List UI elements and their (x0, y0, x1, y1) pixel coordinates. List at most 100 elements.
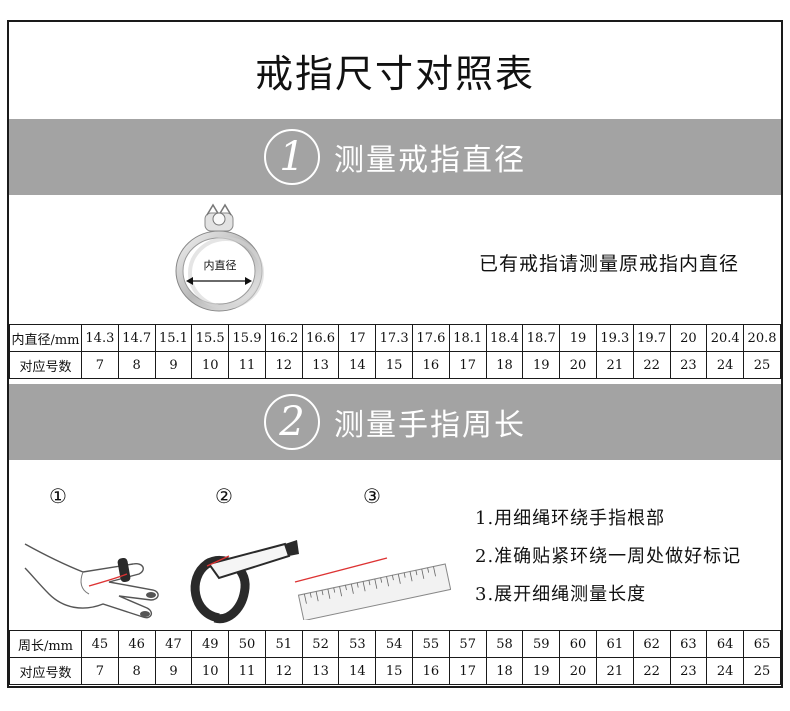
step-2-text: 2.准确贴紧环绕一周处做好标记 (475, 546, 742, 567)
table-cell: 46 (117, 630, 156, 658)
table-cell: 10 (191, 351, 230, 379)
table-cell: 18 (485, 657, 524, 685)
table-cell: 47 (154, 630, 193, 658)
table-cell: 15 (375, 351, 414, 379)
table-cell: 21 (595, 657, 634, 685)
table-cell: 8 (117, 657, 156, 685)
table-cell: 53 (338, 630, 377, 658)
table-cell: 20 (669, 324, 708, 352)
table-cell: 16.2 (264, 324, 303, 352)
table-cell: 50 (228, 630, 266, 658)
table-cell: 58 (485, 630, 524, 658)
table-cell: 55 (412, 630, 450, 658)
table-cell: 57 (448, 630, 487, 658)
string-loop-illustration (190, 540, 299, 624)
table-cell: 15.1 (154, 324, 193, 352)
table-cell: 15.5 (191, 324, 230, 352)
table-cell: 59 (522, 630, 561, 658)
table-cell: 52 (301, 630, 340, 658)
table-cell: 25 (743, 351, 781, 379)
table-cell: 20 (559, 657, 597, 685)
table-cell: 19 (522, 657, 561, 685)
table-cell: 17.3 (375, 324, 414, 352)
table-cell: 17 (338, 324, 377, 352)
row-header: 内直径/mm (9, 324, 82, 352)
table-cell: 13 (301, 351, 340, 379)
section2-content: ① ② ③ (9, 460, 781, 630)
table-cell: 8 (117, 351, 156, 379)
step-marker-1: ① (49, 484, 67, 508)
table-cell: 62 (632, 630, 671, 658)
table-cell: 18.1 (448, 324, 487, 352)
table-cell: 19.7 (632, 324, 671, 352)
table-cell: 12 (264, 351, 303, 379)
table-cell: 14 (338, 657, 377, 685)
table-cell: 45 (81, 630, 119, 658)
table-cell: 24 (706, 657, 745, 685)
table-cell: 7 (81, 657, 119, 685)
section2-header: 2 测量手指周长 (9, 384, 781, 460)
table-cell: 18.4 (485, 324, 524, 352)
table-cell: 24 (706, 351, 745, 379)
table-cell: 23 (669, 657, 708, 685)
section1-heading: 测量戒指直径 (334, 143, 526, 178)
section1-header: 1 测量戒指直径 (9, 119, 781, 195)
table-cell: 15 (375, 657, 414, 685)
table-cell: 18 (485, 351, 524, 379)
table-cell: 19 (559, 324, 597, 352)
table-cell: 61 (595, 630, 634, 658)
table-cell: 54 (375, 630, 414, 658)
step-1-text: 1.用细绳环绕手指根部 (475, 508, 666, 529)
section1-note: 已有戒指请测量原戒指内直径 (479, 253, 740, 275)
table-cell: 15.9 (228, 324, 266, 352)
table-cell: 20.8 (743, 324, 781, 352)
table-cell: 16 (412, 351, 450, 379)
table-cell: 22 (632, 351, 671, 379)
table-cell: 20.4 (706, 324, 745, 352)
table-cell: 51 (264, 630, 303, 658)
table-cell: 17 (448, 351, 487, 379)
table-cell: 63 (669, 630, 708, 658)
table-cell: 60 (559, 630, 597, 658)
table-cell: 9 (154, 657, 193, 685)
row-header: 对应号数 (9, 351, 82, 379)
table-cell: 18.7 (522, 324, 561, 352)
table-cell: 16 (412, 657, 450, 685)
table-cell: 16.6 (301, 324, 340, 352)
measurement-steps: 1.用细绳环绕手指根部 2.准确贴紧环绕一周处做好标记 3.展开细绳测量长度 (475, 504, 741, 618)
step-marker-3: ③ (363, 484, 381, 508)
step-3-text: 3.展开细绳测量长度 (475, 584, 647, 605)
table-cell: 19 (522, 351, 561, 379)
table-cell: 25 (743, 657, 781, 685)
section2-number: 2 (264, 394, 320, 450)
table-cell: 14.3 (81, 324, 119, 352)
section2-heading: 测量手指周长 (334, 408, 526, 443)
step-marker-2: ② (215, 484, 233, 508)
page-title: 戒指尺寸对照表 (254, 51, 535, 96)
ring-diagram: 内直径 (169, 203, 279, 313)
table-cell: 14.7 (117, 324, 156, 352)
row-header: 对应号数 (9, 657, 82, 685)
table-cell: 64 (706, 630, 745, 658)
table-cell: 20 (559, 351, 597, 379)
table-cell: 9 (154, 351, 193, 379)
table-cell: 10 (191, 657, 230, 685)
table-cell: 14 (338, 351, 377, 379)
section1-content: 内直径 已有戒指请测量原戒指内直径 (9, 195, 781, 324)
table-cell: 21 (595, 351, 634, 379)
ruler-illustration (294, 557, 451, 620)
table-cell: 22 (632, 657, 671, 685)
table-cell: 11 (228, 657, 266, 685)
table-cell: 19.3 (595, 324, 634, 352)
table-cell: 13 (301, 657, 340, 685)
ring-illustration (175, 203, 264, 312)
table-cell: 7 (81, 351, 119, 379)
table-cell: 17 (448, 657, 487, 685)
row-header: 周长/mm (9, 630, 82, 658)
section1-number: 1 (264, 129, 320, 185)
inner-diameter-label: 内直径 (203, 259, 237, 272)
